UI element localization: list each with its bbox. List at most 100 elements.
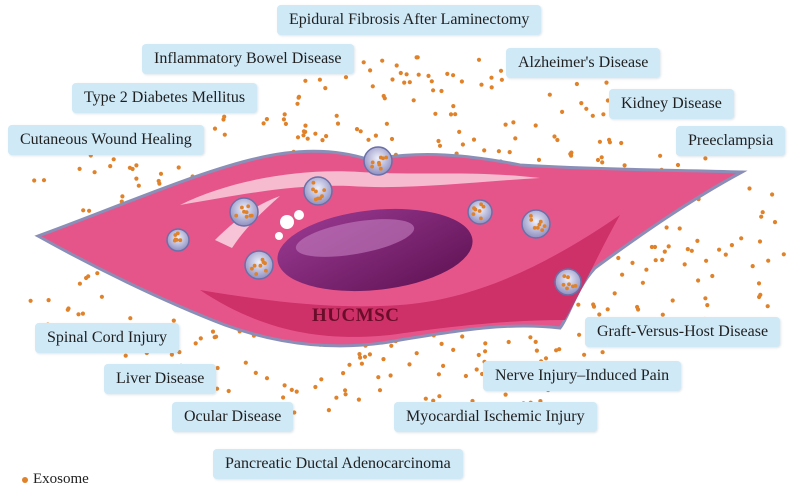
exosome-dot: [770, 192, 775, 197]
exosome-dot: [357, 352, 362, 357]
exosome-dot: [301, 133, 306, 138]
exosome-dot: [388, 373, 393, 378]
exosome-dot: [557, 347, 562, 352]
exosome-dot: [437, 394, 442, 399]
exosome-dot: [503, 122, 508, 127]
exosome-dot: [604, 80, 609, 85]
exosome-dot: [295, 101, 300, 106]
exosome-dot: [394, 63, 399, 68]
exosome-dot: [215, 386, 220, 391]
exosome-dot: [476, 352, 481, 358]
exosome-dot: [46, 298, 51, 303]
exosome-dot: [489, 85, 494, 90]
exosome-dot: [474, 367, 479, 372]
exosome-dot: [636, 307, 641, 312]
exosome-dot: [463, 373, 468, 379]
exosome-dot: [368, 68, 373, 73]
exosome-dot: [358, 355, 363, 360]
vesicles: [166, 146, 582, 296]
exosome-dot: [341, 371, 346, 376]
exosome-dot: [703, 156, 708, 161]
exosome-dot: [326, 408, 331, 413]
exosome-dot: [660, 257, 665, 262]
exosome-dot: [281, 117, 286, 122]
exosome-dot: [534, 348, 540, 353]
exosome-dot: [301, 129, 306, 134]
exosome-dot: [710, 273, 715, 279]
exosome-dot: [157, 181, 162, 186]
exosome-dot: [471, 137, 477, 142]
exosome-dot: [620, 272, 625, 277]
exosome-dot: [448, 112, 454, 117]
exosome-dot: [599, 155, 604, 160]
exosome-dot: [128, 316, 133, 321]
exosome-dot: [65, 307, 70, 312]
exosome-dot: [264, 117, 269, 122]
nucleus-highlight: [295, 219, 415, 257]
cell-highlight: [180, 171, 540, 205]
exosome-dot: [630, 260, 635, 265]
exosome-dot: [120, 194, 125, 199]
exosome-dot: [319, 377, 324, 382]
exosome-dot: [334, 113, 339, 118]
exosome-dot: [766, 258, 771, 263]
exosome-dot: [407, 362, 412, 367]
exosome-dot: [171, 318, 176, 323]
exosome-dot: [503, 392, 508, 397]
exosome-dot: [582, 352, 587, 357]
exosome-dot: [601, 112, 606, 117]
exosome-dot: [457, 129, 462, 134]
exosome-dot: [536, 157, 542, 162]
exosome-dot: [658, 153, 663, 158]
exosome-dot: [376, 375, 381, 380]
exosome-dot: [555, 137, 560, 143]
exosome-dot: [460, 334, 465, 339]
exosome-dot: [682, 262, 687, 267]
exosome-dot: [373, 133, 378, 138]
exosome-dot: [616, 255, 621, 261]
hucmsc-cell: [34, 146, 748, 348]
exosome-dot: [590, 113, 595, 118]
exosome-dot: [441, 363, 446, 368]
exosome-dot: [723, 252, 728, 257]
exosome-dot: [436, 372, 441, 377]
exosome-dot: [343, 392, 348, 397]
exosome-dot: [696, 278, 701, 283]
cell-cytoplasm-dark: [200, 215, 620, 337]
vacuole: [275, 232, 283, 240]
exosome-dot: [264, 376, 270, 381]
exosome-dot: [358, 129, 363, 134]
vesicle: [521, 209, 551, 239]
exosome-dot: [362, 354, 368, 359]
exosome-dot: [210, 329, 216, 334]
exosome-dot: [77, 166, 82, 171]
exosome-dot: [381, 357, 386, 362]
exosome-dot: [666, 244, 671, 249]
vesicle: [303, 176, 333, 206]
exosome-dot: [584, 106, 589, 111]
exosome-dot: [675, 162, 681, 168]
exosome-dot: [380, 58, 385, 63]
exosome-dot: [703, 296, 708, 301]
legend-exosome-label: Exosome: [33, 471, 89, 487]
exosome-dot: [451, 347, 456, 352]
exosome-dot: [498, 68, 504, 73]
exosome-dot: [547, 92, 552, 97]
vesicle: [244, 250, 274, 280]
exosome-dot: [429, 79, 434, 84]
exosome-dot: [670, 298, 675, 303]
exosome-dot: [222, 132, 227, 137]
vesicle: [467, 199, 493, 225]
exosome-dot: [289, 387, 294, 392]
label-ocular-disease: Ocular Disease: [172, 402, 294, 432]
exosome-dot: [389, 136, 395, 142]
exosome-dot: [198, 336, 203, 341]
exosome-dot: [459, 79, 464, 84]
exosome-dot: [577, 332, 582, 337]
exosome-dot: [384, 121, 389, 126]
exosome-dot: [499, 77, 504, 82]
exosome-dot: [354, 127, 360, 132]
exosome-dot: [343, 388, 348, 393]
exosome-dot: [483, 349, 488, 354]
exosome-dot: [99, 294, 104, 299]
